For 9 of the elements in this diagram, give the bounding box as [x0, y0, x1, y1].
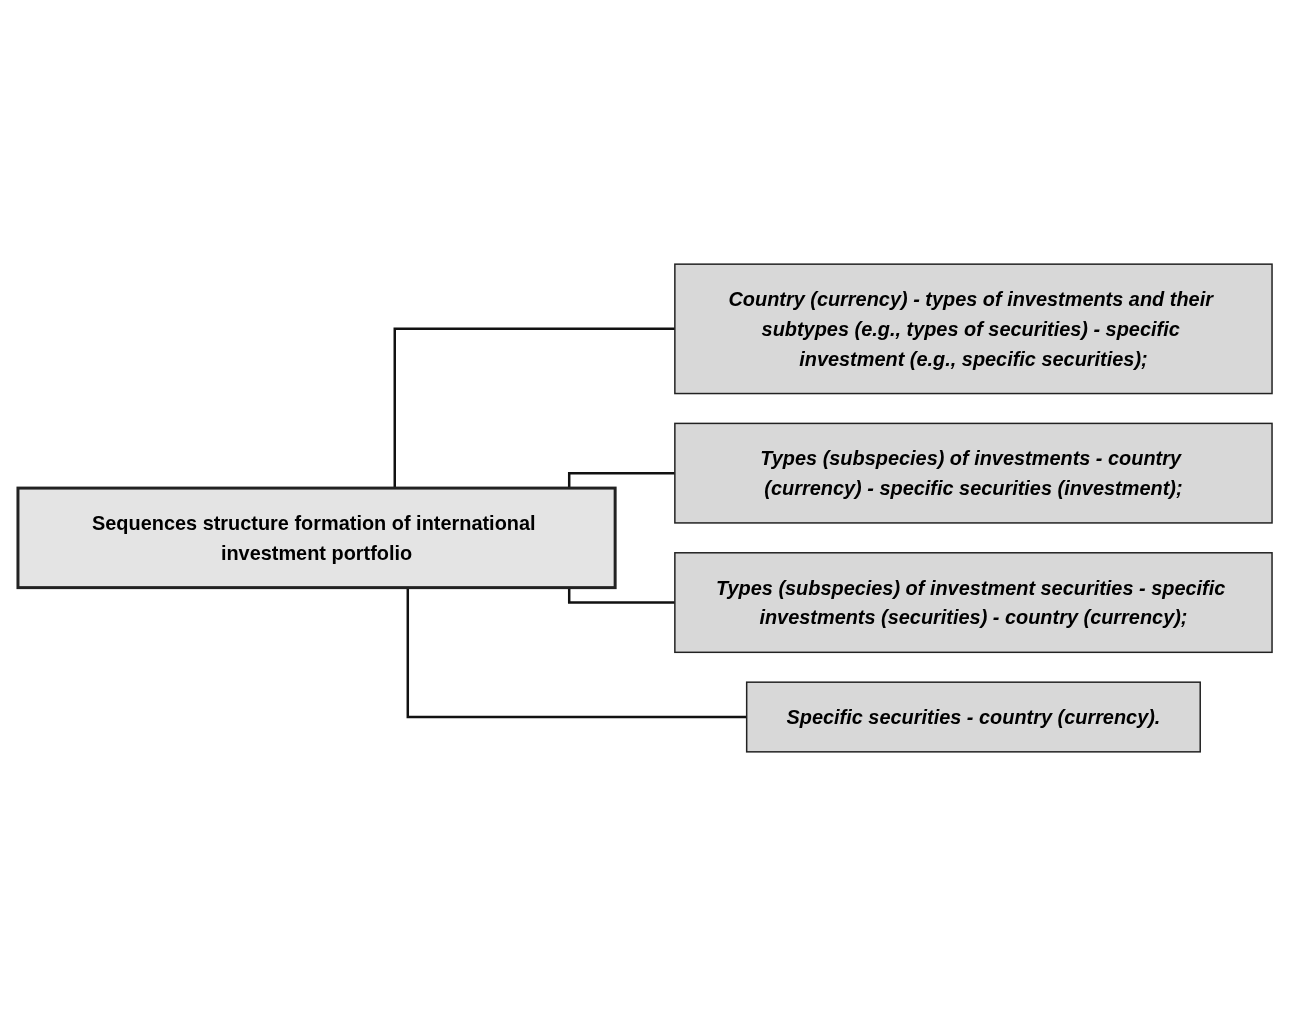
connector: [406, 587, 747, 719]
node-box: Types (subspecies) of investment securities - specific investments (securities) - country (currency);: [674, 552, 1273, 654]
connector: [567, 471, 675, 489]
connector: [393, 327, 675, 489]
node-box: Types (subspecies) of investments - country (currency) - specific securities (investment);: [674, 422, 1273, 524]
connector: [567, 587, 675, 604]
node-box: Specific securities - country (currency).: [745, 681, 1201, 753]
node-box: Sequences structure formation of international investment portfolio: [16, 486, 617, 590]
node-box: Country (currency) - types of investments and their subtypes (e.g., types of securities) - specific investment (e.g., specific securities);: [674, 263, 1273, 395]
